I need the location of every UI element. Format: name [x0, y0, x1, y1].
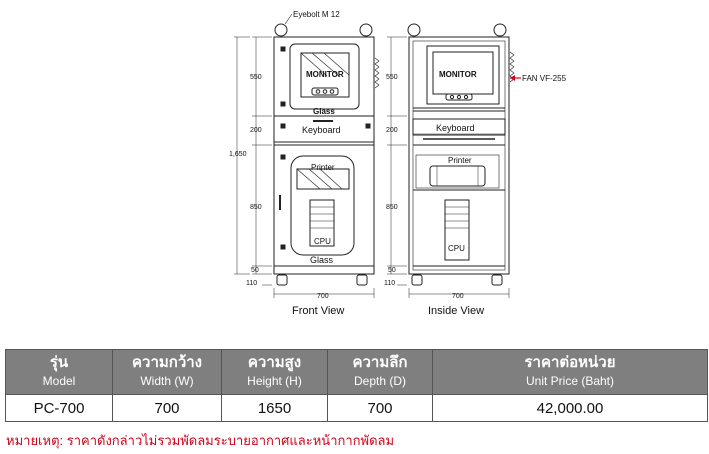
- cell-price: 42,000.00: [432, 394, 708, 422]
- header-width-th: ความกว้าง: [131, 354, 203, 371]
- header-height-th: ความสูง: [247, 354, 302, 371]
- inside-keyboard-label: Keyboard: [436, 123, 475, 133]
- front-glass-top-label: Glass: [313, 107, 335, 116]
- price-note: หมายเหตุ: ราคาดังกล่าวไม่รวมพัดลมระบายอา…: [6, 433, 395, 448]
- inside-keyboard-tray: [412, 118, 506, 136]
- fan-callout: FAN VF-255: [522, 74, 567, 83]
- front-dim-550: 550: [250, 74, 262, 81]
- fan-arrow-icon: [510, 75, 521, 81]
- header-width-en: Width (W): [140, 374, 194, 388]
- front-dimension-lines: [234, 36, 375, 298]
- cell-model: PC-700: [5, 394, 113, 422]
- inside-printer-label: Printer: [448, 156, 472, 165]
- inside-eyebolt-left-icon: [407, 23, 421, 37]
- spec-table: รุ่น Model ความกว้าง Width (W) ความสูง Heig…: [5, 349, 708, 422]
- inside-cpu-label: CPU: [448, 244, 465, 253]
- header-width: ความกว้าง Width (W): [112, 349, 222, 395]
- front-dim-850: 850: [250, 204, 262, 211]
- front-cabinet-body: [273, 36, 375, 275]
- front-dim-200: 200: [250, 127, 262, 134]
- eyebolt-right-icon: [359, 23, 373, 37]
- header-price-th: ราคาต่อหน่วย: [524, 354, 616, 371]
- inside-dim-550: 550: [386, 74, 398, 81]
- inside-monitor-label: MONITOR: [439, 70, 477, 79]
- eyebolt-callout: Eyebolt M 12: [293, 10, 340, 19]
- fan-vent-icon: [509, 51, 515, 83]
- front-monitor-label: MONITOR: [306, 70, 344, 79]
- inside-view-caption: Inside View: [428, 305, 484, 317]
- cell-width: 700: [112, 394, 222, 422]
- front-cpu: [309, 199, 335, 247]
- eyebolt-left-icon: [274, 23, 288, 37]
- spec-table-header-row: รุ่น Model ความกว้าง Width (W) ความสูง Heig…: [5, 349, 708, 395]
- front-printer: [296, 168, 350, 190]
- inside-dim-width: 700: [452, 293, 464, 300]
- inside-eyebolt-right-icon: [493, 23, 507, 37]
- front-glass-door-top: [289, 43, 360, 110]
- inside-cpu: [444, 199, 470, 261]
- header-price: ราคาต่อหน่วย Unit Price (Baht): [432, 349, 708, 395]
- header-model: รุ่น Model: [5, 349, 113, 395]
- inside-dim-110: 110: [384, 280, 395, 287]
- cell-height: 1650: [221, 394, 328, 422]
- front-dim-50: 50: [251, 267, 259, 274]
- table-row: PC-700 700 1650 700 42,000.00: [5, 394, 708, 422]
- inside-dimension-lines: [387, 36, 510, 298]
- cabinet-drawing: Eyebolt M 12 MONITOR Glass Keyboard Prin…: [229, 10, 567, 317]
- front-printer-label: Printer: [311, 163, 335, 172]
- front-dim-width: 700: [317, 293, 329, 300]
- front-glass-bottom-label: Glass: [310, 255, 334, 265]
- front-glass-door-bottom: [290, 155, 355, 256]
- inside-view: [387, 23, 515, 298]
- front-dim-110: 110: [246, 280, 257, 287]
- inside-dim-850: 850: [386, 204, 398, 211]
- front-view-caption: Front View: [292, 305, 344, 317]
- front-keyboard-label: Keyboard: [302, 125, 341, 135]
- header-height-en: Height (H): [247, 374, 302, 388]
- inside-cabinet-body: [408, 36, 510, 275]
- header-height: ความสูง Height (H): [221, 349, 328, 395]
- front-view: [234, 13, 380, 298]
- header-depth: ความลึก Depth (D): [327, 349, 433, 395]
- header-model-th: รุ่น: [49, 354, 69, 371]
- header-depth-th: ความลึก: [352, 354, 408, 371]
- front-dim-total: 1,650: [229, 151, 247, 158]
- front-cpu-label: CPU: [314, 237, 331, 246]
- header-depth-en: Depth (D): [353, 374, 406, 388]
- inside-dim-50: 50: [388, 267, 396, 274]
- header-price-en: Unit Price (Baht): [525, 374, 615, 388]
- inside-dim-200: 200: [386, 127, 398, 134]
- inside-printer: [429, 165, 486, 187]
- cell-depth: 700: [327, 394, 433, 422]
- header-model-en: Model: [42, 374, 76, 388]
- inside-monitor: [426, 45, 500, 105]
